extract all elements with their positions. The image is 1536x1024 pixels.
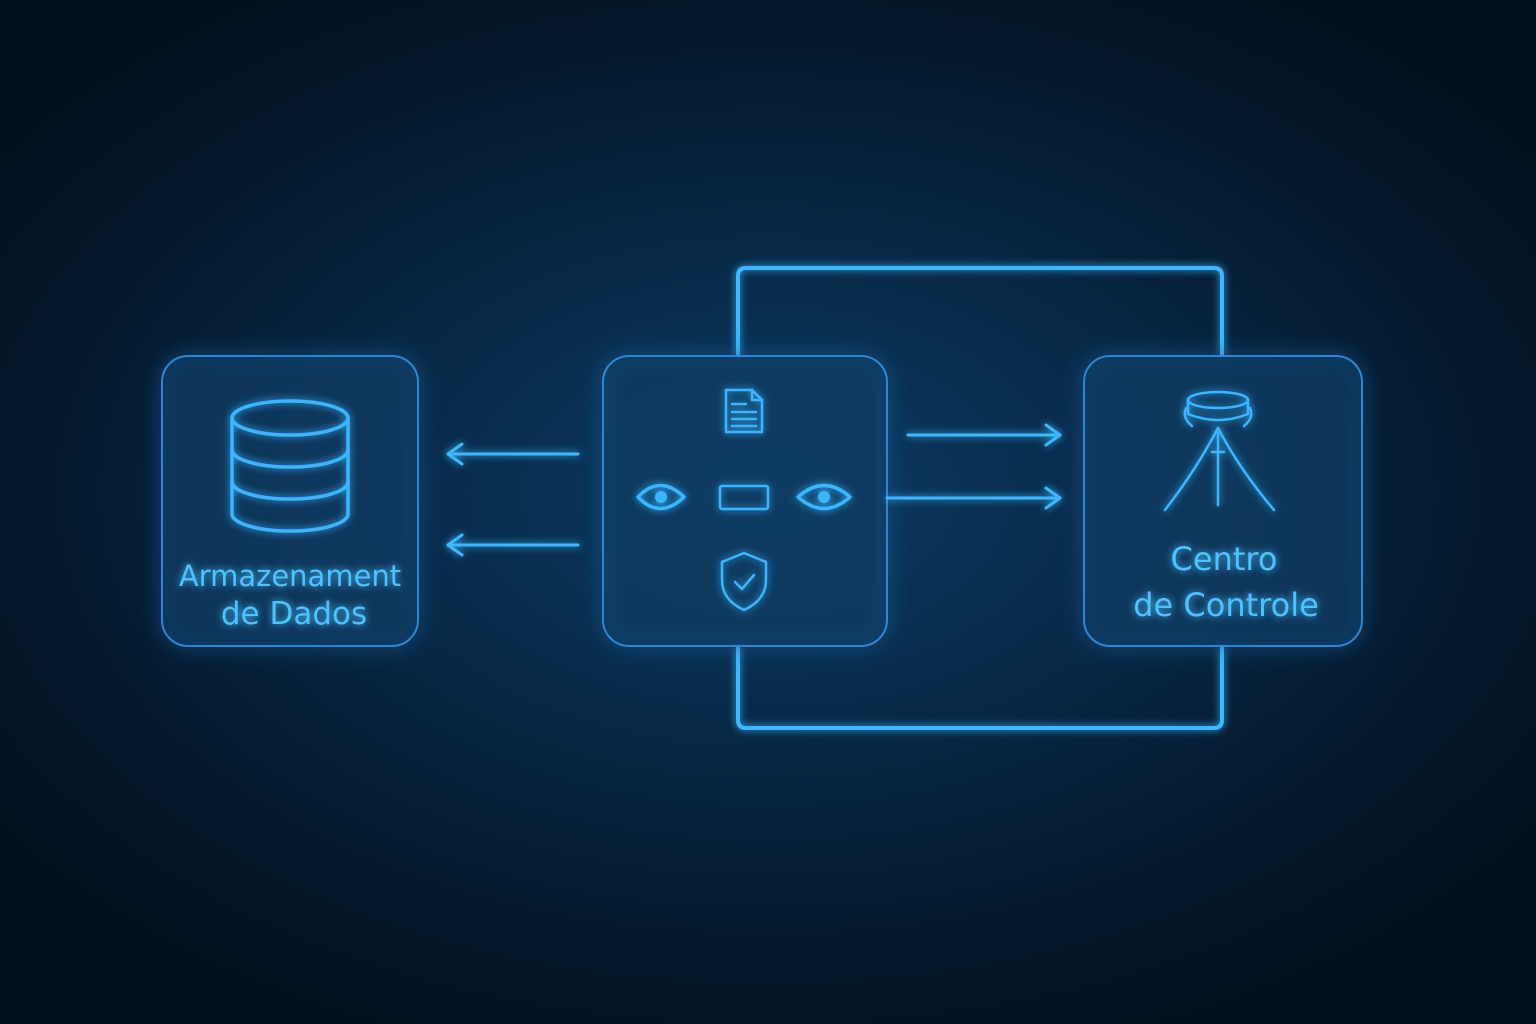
arrow-hub-to-storage-bottom: [446, 533, 580, 557]
loop-connector-bottom: [736, 646, 1224, 730]
control-label-line2: de Controle: [1133, 586, 1319, 624]
antenna-tower-icon: [1163, 390, 1276, 512]
control-label-line1: Centro: [1171, 540, 1278, 578]
database-icon: [230, 399, 350, 533]
storage-label-line2: de Dados: [221, 596, 367, 632]
arrow-hub-to-storage-top: [446, 442, 580, 466]
eye-icon: [796, 483, 852, 511]
control-center-node: Centro de Controle: [1083, 355, 1363, 647]
storage-node: Armazenament de Dados: [161, 355, 419, 647]
rectangle-icon: [718, 484, 770, 511]
shield-check-icon: [720, 551, 768, 612]
eye-icon: [636, 483, 686, 511]
arrow-hub-to-control-top: [906, 423, 1062, 447]
loop-connector-top: [736, 266, 1224, 356]
arrow-hub-to-control-bottom: [885, 486, 1062, 510]
storage-label-line1: Armazenament: [179, 559, 401, 593]
document-icon: [724, 388, 764, 434]
hub-node: [602, 355, 888, 647]
